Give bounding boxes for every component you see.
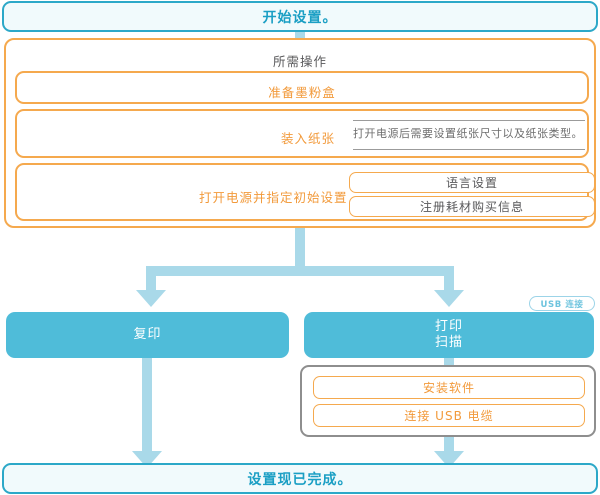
arrow-to-copy [136,290,166,307]
required-row-paper-note: 打开电源后需要设置纸张尺寸以及纸张类型。 [353,120,585,150]
usb-connection-badge: USB 连接 [529,296,595,311]
required-row-toner[interactable]: 准备墨粉盒 [15,71,589,104]
branch-print-label: 打印 [434,319,463,334]
required-operations-title: 所需操作 [272,54,327,69]
connector-start-to-required [295,31,305,43]
start-banner-label: 开始设置。 [262,9,338,26]
required-row-paper-label: 装入纸张 [281,131,336,146]
branch-print-scan-box[interactable]: 打印 扫描 [304,312,594,358]
install-steps-group: 安装软件 连接 USB 电缆 [300,365,596,437]
required-row-power-label: 打开电源并指定初始设置 [199,190,348,205]
end-banner-label: 设置现已完成。 [247,471,353,488]
required-row-toner-label: 准备墨粉盒 [268,85,336,100]
button-connect-usb-cable-label: 连接 USB 电缆 [404,409,494,423]
button-language-settings-label: 语言设置 [445,176,498,190]
required-operations-container: 所需操作 准备墨粉盒 装入纸张 打开电源后需要设置纸张尺寸以及纸张类型。 打开电… [4,38,596,228]
button-register-supplies-label: 注册耗材购买信息 [419,200,524,214]
required-row-power[interactable]: 打开电源并指定初始设置 语言设置 注册耗材购买信息 [15,163,595,221]
branch-copy-box[interactable]: 复印 [6,312,289,358]
connector-required-down [295,228,305,266]
button-install-software-label: 安装软件 [422,381,475,395]
connector-branch-right-stem [444,266,454,290]
button-register-supplies[interactable]: 注册耗材购买信息 [349,196,595,217]
start-banner: 开始设置。 [2,1,598,32]
branch-copy-label: 复印 [133,327,162,342]
button-install-software[interactable]: 安装软件 [313,376,585,399]
arrow-to-print-scan [434,290,464,307]
branch-scan-label: 扫描 [434,335,463,350]
connector-branch-left-stem [146,266,156,290]
usb-connection-badge-label: USB 连接 [540,299,584,310]
button-connect-usb-cable[interactable]: 连接 USB 电缆 [313,404,585,427]
button-language-settings[interactable]: 语言设置 [349,172,595,193]
required-row-paper[interactable]: 装入纸张 打开电源后需要设置纸张尺寸以及纸张类型。 [15,109,589,158]
connector-branch-horizontal [146,266,454,276]
end-banner: 设置现已完成。 [2,463,598,494]
connector-copy-down [142,358,152,453]
